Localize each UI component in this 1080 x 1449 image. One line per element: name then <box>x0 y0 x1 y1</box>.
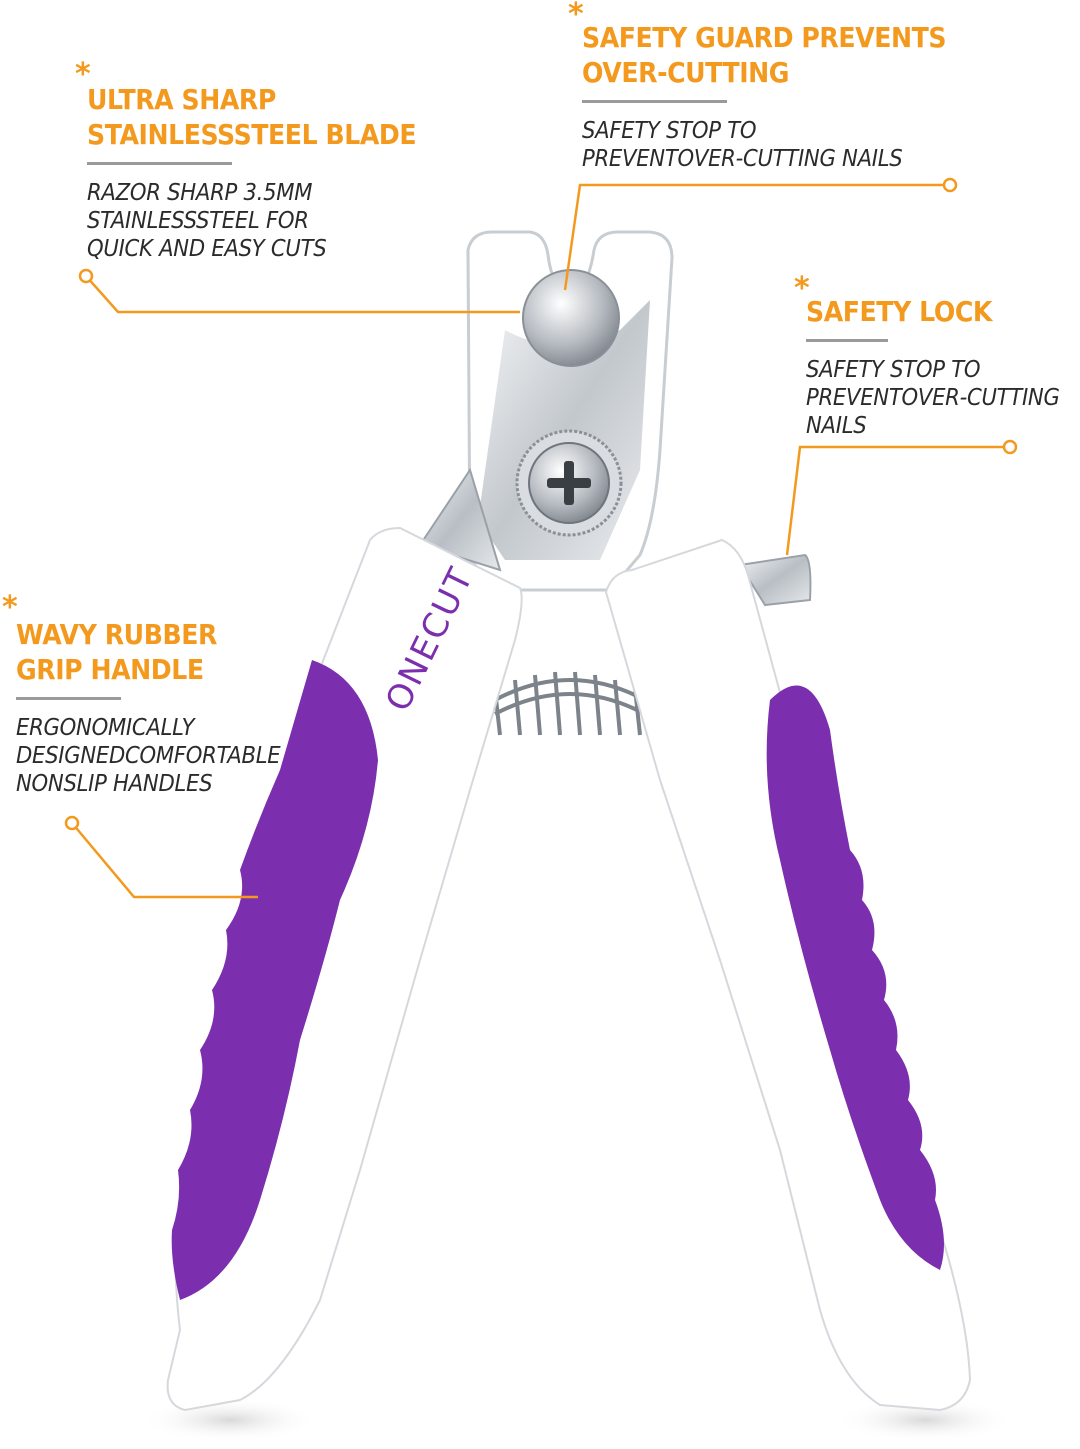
desc-line: ERGONOMICALLY <box>16 715 195 741</box>
title-line: ULTRA SHARP <box>87 83 276 116</box>
left-grip <box>171 660 378 1300</box>
callout-title: SAFETY GUARD PREVENTS OVER-CUTTING <box>582 20 946 90</box>
asterisk-icon: * <box>75 57 91 92</box>
leader-line-lock <box>785 445 1008 556</box>
callout-safety-lock: * SAFETY LOCK SAFETY STOP TO PREVENTOVER… <box>794 274 1080 440</box>
leader-dot-grip <box>64 815 80 831</box>
divider <box>87 162 232 165</box>
leader-line-guard <box>563 183 946 291</box>
desc-line: NONSLIP HANDLES <box>16 771 213 797</box>
desc-line: SAFETY STOP TO <box>582 118 757 144</box>
desc-line: NAILS <box>806 413 867 439</box>
callout-blade: * ULTRA SHARP STAINLESSSTEEL BLADE RAZOR… <box>75 60 453 263</box>
leader-dot-lock <box>1002 439 1018 455</box>
desc-line: DESIGNEDCOMFORTABLE <box>16 743 281 769</box>
divider <box>16 697 121 700</box>
leader-line-blade <box>85 275 520 314</box>
callout-title: WAVY RUBBER GRIP HANDLE <box>16 617 275 687</box>
right-grip <box>766 685 944 1270</box>
spring <box>493 671 646 736</box>
title-line: SAFETY GUARD PREVENTS <box>582 21 947 54</box>
callout-description: SAFETY STOP TO PREVENTOVER-CUTTING NAILS <box>582 117 954 173</box>
divider <box>806 339 888 342</box>
callout-description: ERGONOMICALLY DESIGNEDCOMFORTABLE NONSLI… <box>16 714 281 798</box>
callout-title: ULTRA SHARP STAINLESSSTEEL BLADE <box>87 82 417 152</box>
leader-dot-blade <box>78 268 94 284</box>
title-line: GRIP HANDLE <box>16 653 204 686</box>
asterisk-icon: * <box>568 0 584 32</box>
title-line: SAFETY LOCK <box>806 295 992 328</box>
callout-description: RAZOR SHARP 3.5MM STAINLESSSTEEL FOR QUI… <box>87 179 423 263</box>
callout-grip-handle: * WAVY RUBBER GRIP HANDLE ERGONOMICALLY … <box>2 593 303 798</box>
desc-line: PREVENTOVER-CUTTING <box>806 385 1060 411</box>
asterisk-icon: * <box>794 271 810 306</box>
leader-line-grip <box>71 822 258 899</box>
title-line: WAVY RUBBER <box>16 618 217 651</box>
divider <box>582 100 727 103</box>
title-line: STAINLESSSTEEL BLADE <box>87 118 417 151</box>
callout-description: SAFETY STOP TO PREVENTOVER-CUTTING NAILS <box>806 356 1060 440</box>
desc-line: STAINLESSSTEEL FOR <box>87 208 309 234</box>
safety-lock-lever <box>738 553 812 607</box>
title-line: OVER-CUTTING <box>582 56 789 89</box>
asterisk-icon: * <box>2 590 18 625</box>
leader-dot-guard <box>942 177 958 193</box>
right-shadow <box>835 1398 1015 1442</box>
desc-line: QUICK AND EASY CUTS <box>87 236 327 262</box>
callout-title: SAFETY LOCK <box>806 294 1054 329</box>
desc-line: PREVENTOVER-CUTTING NAILS <box>582 146 903 172</box>
callout-safety-guard: * SAFETY GUARD PREVENTS OVER-CUTTING SAF… <box>568 0 987 173</box>
safety-guard <box>522 269 620 367</box>
desc-line: RAZOR SHARP 3.5MM <box>87 180 313 206</box>
desc-line: SAFETY STOP TO <box>806 357 981 383</box>
